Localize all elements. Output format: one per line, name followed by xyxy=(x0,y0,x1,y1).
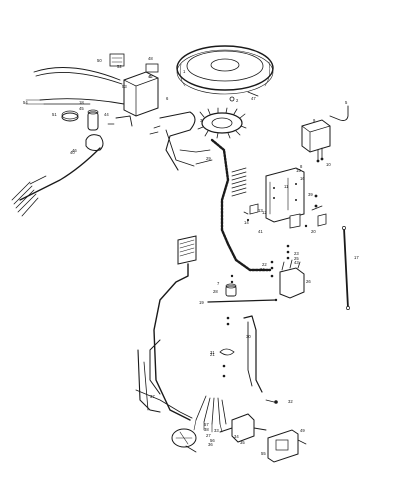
upper-left-bracket xyxy=(107,115,133,127)
key-switch xyxy=(219,399,278,443)
callout-46: 46 xyxy=(72,148,77,153)
callout-1: 1 xyxy=(183,69,186,74)
callout-43: 43 xyxy=(294,260,299,265)
callout-34: 34 xyxy=(234,434,239,439)
beaded-harness xyxy=(210,138,272,272)
callout-28: 28 xyxy=(213,289,218,294)
condenser xyxy=(61,110,79,122)
cable-clips xyxy=(219,316,235,378)
callout-47: 47 xyxy=(251,96,256,101)
rubber-boot xyxy=(85,134,104,151)
stator xyxy=(197,107,247,139)
callout-48: 48 xyxy=(148,56,153,61)
callout-24: 24 xyxy=(260,267,265,272)
callout-42: 42 xyxy=(148,74,153,79)
coil-cylinder xyxy=(87,109,99,131)
callout-23: 23 xyxy=(294,251,299,256)
fuse-holder xyxy=(225,274,237,297)
callout-50: 50 xyxy=(97,58,102,63)
starter-solenoid xyxy=(270,244,305,299)
right-lead xyxy=(243,315,263,393)
callout-36: 36 xyxy=(208,442,213,447)
callout-11: 11 xyxy=(284,184,289,189)
callout-40: 40 xyxy=(70,150,75,155)
long-rod xyxy=(342,226,350,310)
callout-56: 56 xyxy=(210,438,215,443)
left-harness xyxy=(25,67,125,105)
switch-plate xyxy=(267,429,307,463)
ignition-bracket xyxy=(301,119,331,163)
callout-18: 18 xyxy=(79,100,84,105)
callout-10: 10 xyxy=(326,162,331,167)
callout-53: 53 xyxy=(122,84,127,89)
callout-5: 5 xyxy=(345,100,348,105)
callout-31: 31 xyxy=(210,350,215,355)
callout-51: 51 xyxy=(52,112,57,117)
callout-15: 15 xyxy=(296,168,301,173)
callout-55: 55 xyxy=(261,451,266,456)
callout-20: 20 xyxy=(311,229,316,234)
callout-9: 9 xyxy=(313,118,316,123)
callout-29: 29 xyxy=(206,156,211,161)
callout-22: 22 xyxy=(262,262,267,267)
callout-4: 4 xyxy=(149,74,152,79)
ground-strap xyxy=(207,298,278,303)
callout-26: 26 xyxy=(306,279,311,284)
callout-12: 12 xyxy=(262,210,267,215)
callout-35: 35 xyxy=(240,440,245,445)
callout-39: 39 xyxy=(308,192,313,197)
flywheel-nut xyxy=(229,91,259,102)
callout-13: 13 xyxy=(258,208,263,213)
callout-19: 19 xyxy=(199,300,204,305)
mounting-plate xyxy=(265,167,305,223)
callout-3: 3 xyxy=(200,118,203,123)
callout-7: 7 xyxy=(217,281,220,286)
lower-connector xyxy=(149,235,197,421)
power-pack xyxy=(109,53,159,117)
callout-16: 16 xyxy=(300,176,305,181)
plate-hardware xyxy=(289,194,327,229)
lower-left-harness xyxy=(135,349,193,419)
callout-38: 38 xyxy=(204,427,209,432)
callout-33: 33 xyxy=(214,428,219,433)
callout-17: 17 xyxy=(354,255,359,260)
callout-54: 54 xyxy=(23,100,28,105)
callout-44: 44 xyxy=(104,112,109,117)
callout-8: 8 xyxy=(300,164,303,169)
clip-bracket xyxy=(243,203,259,222)
callout-labels: 50 52 48 1 2 47 4 6 5 3 9 10 29 18 45 44… xyxy=(23,56,359,456)
callout-25: 25 xyxy=(294,256,299,261)
lower-wire-fan xyxy=(193,395,227,433)
callout-14: 14 xyxy=(244,220,249,225)
callout-45: 45 xyxy=(79,106,84,111)
callout-21: 21 xyxy=(210,352,215,357)
callout-6: 6 xyxy=(166,96,169,101)
callout-49: 49 xyxy=(300,428,305,433)
callout-30: 30 xyxy=(246,334,251,339)
ignition-coil xyxy=(171,428,197,453)
wire-hook xyxy=(329,105,349,121)
main-harness xyxy=(11,111,213,217)
callout-52: 52 xyxy=(117,64,122,69)
flywheel xyxy=(176,45,274,95)
callout-27: 27 xyxy=(206,433,211,438)
callout-41: 41 xyxy=(258,229,263,234)
callout-32: 32 xyxy=(288,399,293,404)
callout-57: 57 xyxy=(204,422,209,427)
callout-2: 2 xyxy=(236,98,239,103)
callout-37: 37 xyxy=(150,394,155,399)
terminal-block xyxy=(231,167,247,197)
